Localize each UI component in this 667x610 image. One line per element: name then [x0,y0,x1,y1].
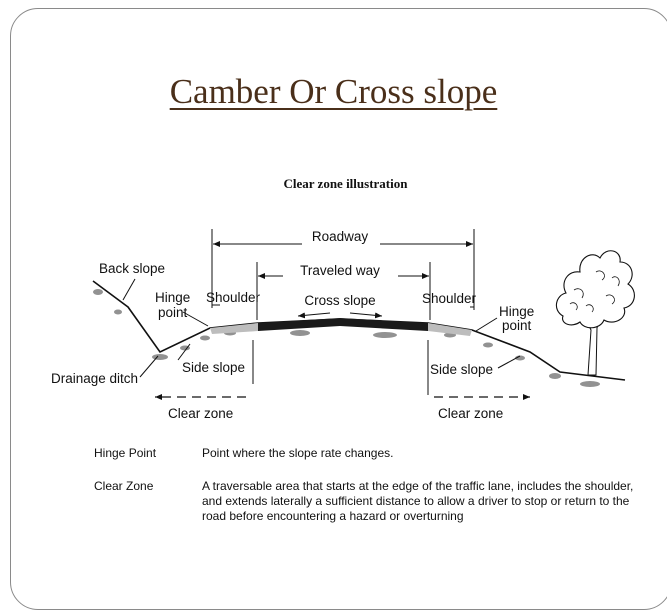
clear-zone-label-left: Clear zone [168,406,233,421]
definition-row: Hinge Point Point where the slope rate c… [94,446,654,461]
definition-text: Point where the slope rate changes. [202,446,394,460]
back-slope-leader [122,278,136,301]
side-slope-label-right: Side slope [430,362,493,377]
hinge-label-right: Hinge [499,304,534,319]
side-slope-leader-left [177,343,191,361]
cross-slope-arrow-left [297,312,331,319]
roadway-label: Roadway [312,229,369,244]
definition-text: A traversable area that starts at the ed… [202,479,634,523]
hinge-leader-left [182,311,209,327]
traveled-way-label: Traveled way [300,263,380,278]
side-slope-leader-right [497,355,521,369]
hinge-point-label-right: point [502,318,532,333]
definitions-block: Hinge Point Point where the slope rate c… [94,446,654,542]
ground-hatching [93,289,600,387]
side-slope-label-left: Side slope [182,360,245,375]
definition-term: Hinge Point [94,446,157,460]
clear-zone-label-right: Clear zone [438,406,503,421]
hinge-point-label-left: point [158,305,188,320]
definition-term: Clear Zone [94,479,154,493]
shoulder-label-right: Shoulder [422,291,477,306]
hinge-label-left: Hinge [155,290,190,305]
clear-zone-diagram: Roadway Traveled way Cross slope Back sl… [51,229,635,421]
drainage-ditch-label: Drainage ditch [51,371,138,386]
definition-row: Clear Zone A traversable area that start… [94,479,654,524]
hinge-leader-right [475,317,498,332]
drainage-ditch-leader [139,355,159,378]
pavement [258,318,428,331]
tree-icon [555,250,635,376]
cross-slope-arrow-right [349,312,383,319]
back-slope-label: Back slope [99,261,165,276]
slide-title: Camber Or Cross slope [169,72,498,111]
right-shoulder [428,323,472,336]
left-shoulder [210,323,258,334]
illustration-title: Clear zone illustration [283,176,408,191]
cross-slope-label: Cross slope [304,293,375,308]
shoulder-label-left: Shoulder [206,290,261,305]
